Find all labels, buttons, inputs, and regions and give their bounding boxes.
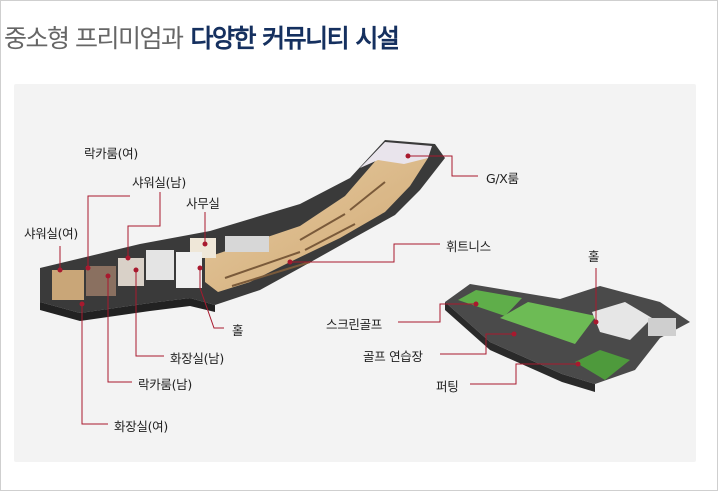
golf-practice-turf xyxy=(500,302,596,344)
marker-dot-office xyxy=(202,241,208,247)
label-shower-men: 샤워실(남) xyxy=(132,175,186,190)
shower-room-men-floor xyxy=(118,258,144,286)
marker-dot-screen-golf xyxy=(473,301,479,307)
label-locker-men: 락카룸(남) xyxy=(138,377,192,392)
marker-dot-hall-right xyxy=(593,319,599,325)
marker-dot-restroom-women xyxy=(79,301,85,307)
leader-fitness xyxy=(290,243,440,263)
leader-golf-practice xyxy=(440,333,514,355)
marker-dot-putting xyxy=(575,361,581,367)
title-highlight: 다양한 커뮤니티 시설 xyxy=(190,24,399,53)
leader-shower-men xyxy=(127,192,161,258)
label-screen-golf: 스크린골프 xyxy=(326,317,383,332)
label-locker-women: 락카룸(여) xyxy=(84,146,138,161)
label-restroom-women: 화장실(여) xyxy=(114,419,168,434)
locker-room-women-floor xyxy=(86,266,116,296)
label-office: 사무실 xyxy=(186,196,220,211)
leader-screen-golf xyxy=(398,303,476,323)
marker-dot-locker-men xyxy=(105,273,111,279)
leader-restroom-women xyxy=(81,304,108,425)
leader-lines xyxy=(59,155,597,425)
marker-dot-restroom-men xyxy=(133,267,139,273)
leader-restroom-men xyxy=(135,270,164,357)
hall-left-floor xyxy=(176,252,202,288)
leader-putting xyxy=(470,363,578,385)
screen-golf-turf xyxy=(458,290,522,316)
corridor-left xyxy=(225,236,269,252)
left-building-front-wall xyxy=(40,298,215,321)
gx-room-floor xyxy=(360,142,432,168)
marker-dot-shower-men xyxy=(125,255,131,261)
leader-locker-women xyxy=(87,195,130,268)
label-putting: 퍼팅 xyxy=(436,379,459,394)
golf-floor-plan xyxy=(445,284,690,392)
label-shower-women: 샤워실(여) xyxy=(24,226,78,241)
hall-right-floor xyxy=(592,302,652,340)
label-golf-practice: 골프 연습장 xyxy=(363,349,423,364)
label-fitness: 휘트니스 xyxy=(446,239,491,254)
label-gx-room: G/X룸 xyxy=(486,171,519,186)
restroom-men-floor xyxy=(146,250,174,280)
marker-dot-fitness xyxy=(287,259,293,265)
marker-dot-shower-women xyxy=(57,267,63,273)
marker-dot-golf-practice xyxy=(511,331,517,337)
title-prefix: 중소형 프리미엄과 xyxy=(4,24,184,53)
fitness-floor-plan xyxy=(40,140,445,321)
shower-room-women-floor xyxy=(52,270,84,300)
leader-gx-room xyxy=(408,155,478,177)
marker-dot-locker-women xyxy=(85,265,91,271)
putting-green xyxy=(575,350,630,380)
label-hall-right: 홀 xyxy=(588,249,600,264)
marker-dots xyxy=(57,153,599,367)
leader-locker-men xyxy=(107,276,132,383)
fitness-equipment xyxy=(224,181,386,287)
marker-dot-gx-room xyxy=(405,153,411,159)
label-restroom-men: 화장실(남) xyxy=(170,351,224,366)
stairs xyxy=(648,318,676,336)
marker-dot-hall-left xyxy=(197,265,203,271)
leader-hall-left xyxy=(199,268,224,329)
label-hall-left: 홀 xyxy=(232,323,244,338)
right-building-front-wall xyxy=(445,302,595,392)
